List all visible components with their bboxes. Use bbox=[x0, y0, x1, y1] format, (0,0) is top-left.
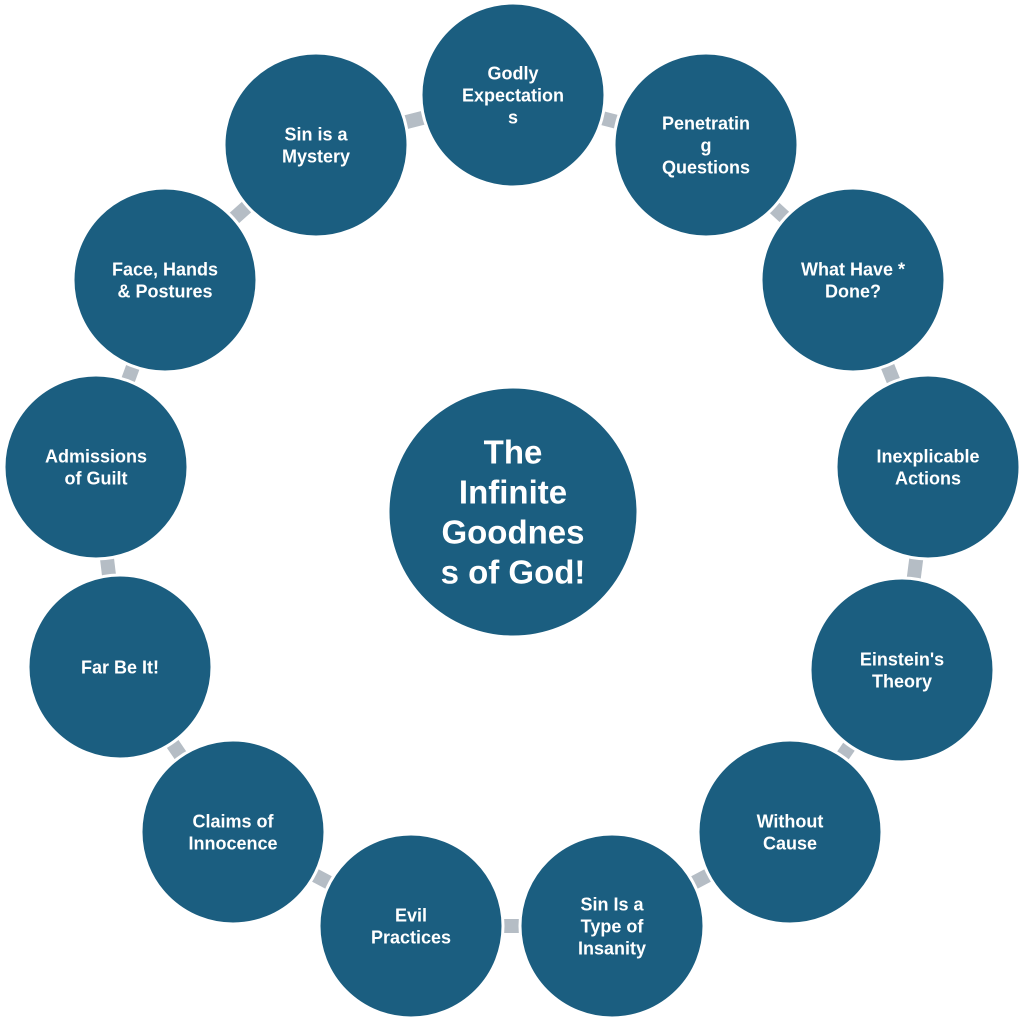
node-label-line: The bbox=[484, 434, 543, 471]
node-label-line: g bbox=[701, 135, 712, 155]
node-label-line: Infinite bbox=[459, 474, 567, 511]
node-circle bbox=[317, 832, 505, 1020]
node-label-line: s of God! bbox=[441, 554, 586, 591]
node-label-line: Claims of bbox=[192, 811, 274, 831]
node-label-line: Godly bbox=[487, 63, 538, 83]
node-label-line: Admissions bbox=[45, 446, 147, 466]
node-circle bbox=[759, 186, 947, 374]
node-label-line: Evil bbox=[395, 905, 427, 925]
node-label-line: Cause bbox=[763, 833, 817, 853]
node-label-line: Type of bbox=[581, 916, 645, 936]
node-label-line: What Have * bbox=[801, 259, 905, 279]
node-label-line: Sin Is a bbox=[580, 894, 644, 914]
node-label-line: Einstein's bbox=[860, 649, 944, 669]
node-label-line: Inexplicable bbox=[876, 446, 979, 466]
node-label-line: Far Be It! bbox=[81, 657, 159, 677]
node-label-line: Practices bbox=[371, 927, 451, 947]
node: Far Be It! bbox=[26, 573, 214, 761]
node-label-line: s bbox=[508, 107, 518, 127]
node-circle bbox=[139, 738, 327, 926]
node-label-line: Penetratin bbox=[662, 113, 750, 133]
node-label-line: Innocence bbox=[188, 833, 277, 853]
node-label-line: Actions bbox=[895, 468, 961, 488]
node-circle bbox=[386, 385, 640, 639]
node-label-line: Without bbox=[757, 811, 824, 831]
node-circle bbox=[518, 832, 706, 1020]
node-circle bbox=[222, 51, 410, 239]
node-label-line: Insanity bbox=[578, 938, 646, 958]
node-label-line: & Postures bbox=[117, 281, 212, 301]
node-circle bbox=[834, 373, 1022, 561]
node-label-line: Theory bbox=[872, 671, 932, 691]
node-label-line: Questions bbox=[662, 157, 750, 177]
node-label-line: Done? bbox=[825, 281, 881, 301]
node-circle bbox=[2, 373, 190, 561]
node-label-line: of Guilt bbox=[65, 468, 128, 488]
node-label-line: Sin is a bbox=[284, 124, 348, 144]
node-circle bbox=[612, 51, 800, 239]
node-label-line: Goodnes bbox=[441, 514, 584, 551]
node: Face, Hands& Postures bbox=[71, 186, 259, 374]
node-circle bbox=[419, 1, 607, 189]
node-circle bbox=[808, 576, 996, 764]
node-label-line: Expectation bbox=[462, 85, 564, 105]
node-circle bbox=[71, 186, 259, 374]
node: What Have *Done? bbox=[759, 186, 947, 374]
node-circle bbox=[696, 738, 884, 926]
node-label-line: Mystery bbox=[282, 146, 350, 166]
node-circle bbox=[26, 573, 214, 761]
node-label-line: Face, Hands bbox=[112, 259, 218, 279]
